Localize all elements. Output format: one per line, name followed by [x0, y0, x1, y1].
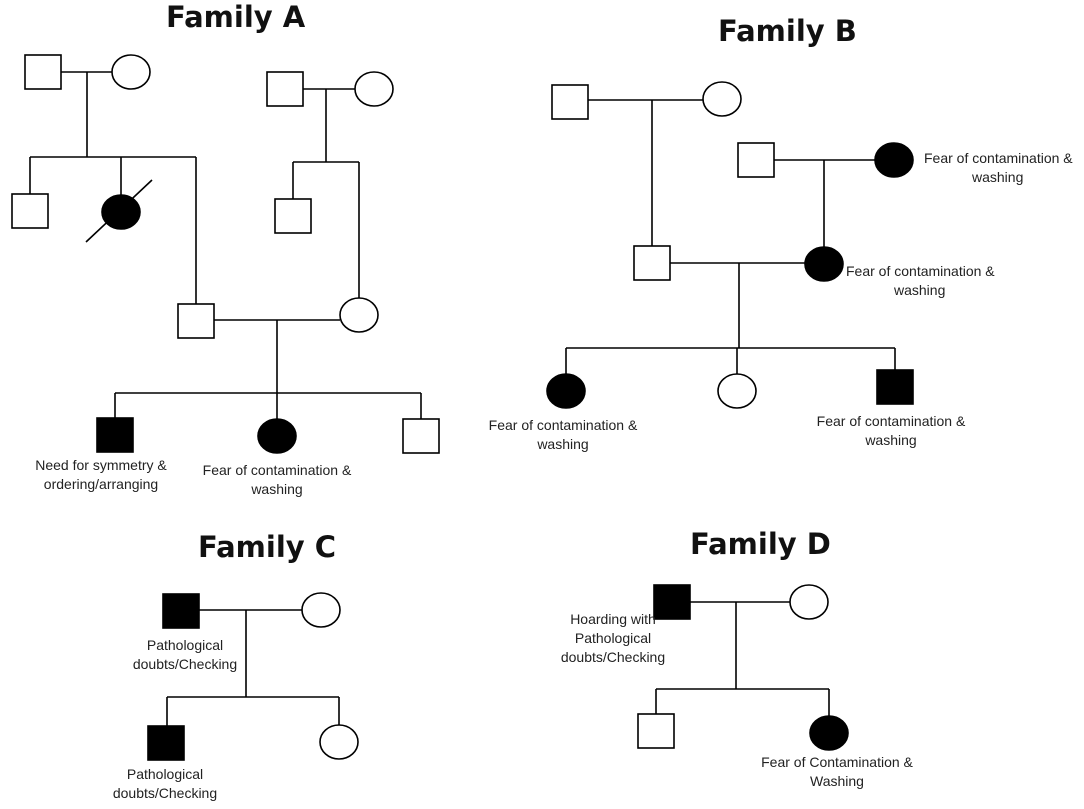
- family-b-grandmother-paternal: [702, 81, 742, 117]
- family-b-grandfather-maternal: [737, 142, 775, 178]
- family-b-grandfather-paternal: [551, 84, 589, 120]
- family-b-label-daughter: Fear of contamination &washing: [488, 417, 638, 452]
- family-c-mother: [301, 592, 341, 628]
- family-b-son-affected: [876, 369, 914, 405]
- family-a-son-unaffected: [402, 418, 440, 454]
- family-a-grandfather-maternal: [266, 71, 304, 107]
- family-a-label-contamination: Fear of contamination &washing: [202, 462, 352, 497]
- family-d-daughter-affected: [809, 715, 849, 751]
- family-d-title: Family D: [690, 527, 831, 561]
- family-a-mother: [339, 297, 379, 333]
- family-a-daughter-affected: [257, 418, 297, 454]
- family-d-mother: [789, 584, 829, 620]
- family-b-father: [633, 245, 671, 281]
- family-a-uncle: [11, 193, 49, 229]
- family-b-mother-affected: [804, 246, 844, 282]
- family-c-daughter: [319, 724, 359, 760]
- family-a-maternal-uncle: [274, 198, 312, 234]
- family-a-father: [177, 303, 215, 339]
- family-b-label-grandmother: Fear of contamination &washing: [924, 150, 1073, 185]
- family-b-daughter-unaffected: [717, 373, 757, 409]
- family-c-title: Family C: [198, 530, 337, 564]
- family-b-daughter-affected: [546, 373, 586, 409]
- family-b-label-son: Fear of contamination &washing: [816, 413, 966, 448]
- family-a-deceased-slash: [85, 179, 153, 243]
- family-b-label-mother: Fear of contamination &washing: [846, 263, 995, 298]
- family-a-son-affected: [96, 417, 134, 453]
- family-a-label-symmetry: Need for symmetry &ordering/arranging: [35, 457, 167, 492]
- family-c-son-affected: [147, 725, 185, 761]
- family-a-title: Family A: [166, 0, 306, 34]
- family-d-son: [637, 713, 675, 749]
- family-a-grandfather-paternal: [24, 54, 62, 90]
- family-d-label-daughter: Fear of Contamination &Washing: [761, 754, 913, 789]
- family-a-deceased-aunt: [101, 194, 141, 230]
- family-b-title: Family B: [718, 14, 857, 48]
- family-a-grandmother-paternal: [111, 54, 151, 90]
- family-b-grandmother-affected: [874, 142, 914, 178]
- family-a-grandmother-maternal: [354, 71, 394, 107]
- family-c-father-affected: [162, 593, 200, 629]
